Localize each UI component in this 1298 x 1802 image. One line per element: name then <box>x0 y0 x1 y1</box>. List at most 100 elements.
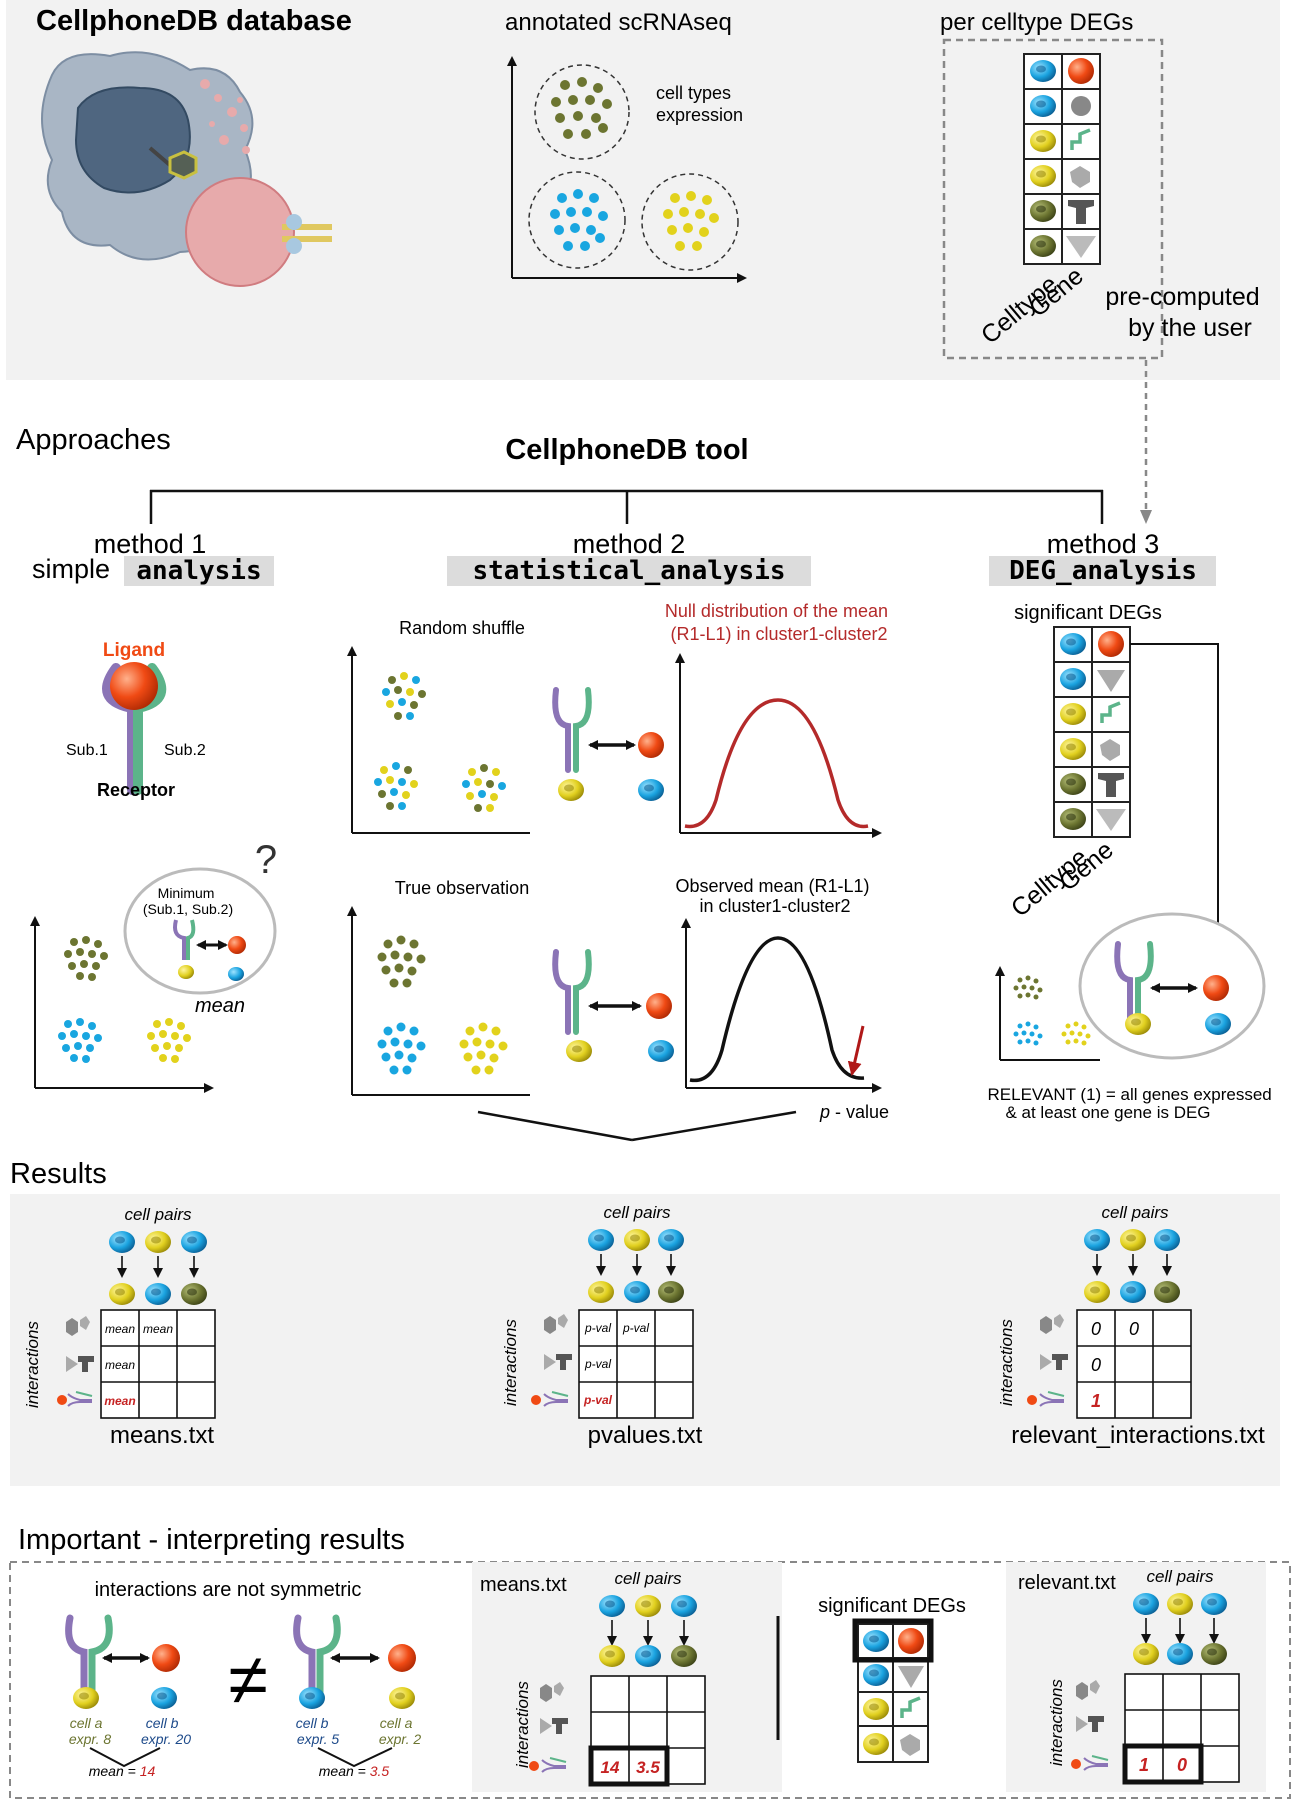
cluster-olive <box>534 64 630 160</box>
imp-sig-degs: significant DEGs <box>818 1595 966 1617</box>
m1-dots-olive <box>64 936 108 981</box>
m3-degs-table <box>1053 626 1131 838</box>
tool-bracket <box>149 489 1104 524</box>
m2-receptor-shuffle <box>555 690 664 801</box>
method1-code: analysis <box>136 556 261 586</box>
imp-means-file: means.txt <box>480 1574 567 1596</box>
svg-text:cell pairs: cell pairs <box>614 1569 682 1588</box>
m1-zoom-circle <box>123 867 277 995</box>
m2-merge-bracket <box>477 1110 797 1142</box>
m3-arrow <box>1130 643 1223 974</box>
m2-observed: Observed mean (R1-L1) in cluster1-cluste… <box>675 876 874 916</box>
svg-text:0: 0 <box>1091 1319 1101 1339</box>
imp-relevant-file: relevant.txt <box>1018 1572 1116 1594</box>
not-symmetric: interactions are not symmetric <box>95 1579 362 1601</box>
svg-text:1: 1 <box>1091 1391 1101 1411</box>
svg-text:1: 1 <box>1139 1755 1149 1775</box>
svg-text:mean: mean <box>104 1394 135 1408</box>
precomputed-label: pre-computed by the user <box>1105 283 1266 342</box>
svg-text:p-val: p-val <box>584 1357 611 1371</box>
m3-dots <box>1013 975 1091 1046</box>
m2-true-obs: True observation <box>395 878 529 898</box>
scrna-title: annotated scRNAseq <box>505 9 732 36</box>
left-cell-a: cell a expr. 8 <box>69 1715 111 1747</box>
m1-sub2: Sub.2 <box>164 742 206 759</box>
m2-shuffle: Random shuffle <box>399 618 525 638</box>
m1-question: ? <box>255 838 277 882</box>
scrna-axes <box>507 56 747 283</box>
degs-title: per celltype DEGs <box>940 9 1133 36</box>
means-file: means.txt <box>110 1422 214 1449</box>
svg-text:interactions: interactions <box>501 1319 520 1406</box>
db-title: CellphoneDB database <box>36 5 352 37</box>
m1-minimum: Minimum (Sub.1, Sub.2) <box>143 885 233 917</box>
svg-text:3.5: 3.5 <box>636 1758 660 1777</box>
m1-ligand: Ligand <box>103 640 165 661</box>
right-mean: mean = 3.5 <box>319 1763 390 1779</box>
method2-code: statistical_analysis <box>472 556 785 586</box>
approaches-title: Approaches <box>16 424 171 456</box>
cell-interaction-illustration <box>41 51 332 287</box>
method2-code-bg <box>447 556 811 586</box>
cluster-yellow <box>641 173 739 271</box>
method3-code: DEG_analysis <box>1009 556 1197 586</box>
svg-text:mean: mean <box>105 1358 135 1372</box>
dots-blue <box>550 189 608 251</box>
asym-left <box>65 1614 180 1709</box>
interactions-label: interactions <box>23 1321 42 1408</box>
dots-olive <box>551 77 612 139</box>
m1-sub1: Sub.1 <box>66 742 108 759</box>
svg-text:cell pairs: cell pairs <box>1101 1203 1169 1222</box>
cell-pairs-label: cell pairs <box>124 1205 192 1224</box>
imp-relevant-table: 1 0 <box>1071 1593 1240 1785</box>
m1-dots-blue <box>58 1018 102 1063</box>
results-title: Results <box>10 1158 107 1190</box>
m3-relevant: RELEVANT (1) = all genes expressed & at … <box>988 1085 1277 1122</box>
svg-text:0: 0 <box>1091 1355 1101 1375</box>
m2-receptor-true <box>555 952 674 1062</box>
degs-dashed-box <box>942 38 1164 360</box>
svg-text:interactions: interactions <box>1047 1679 1066 1766</box>
asym-right <box>293 1614 416 1709</box>
m1-axes <box>30 916 214 1093</box>
dots-yellow <box>663 191 719 251</box>
method2-name: method 2 <box>573 529 686 559</box>
m1-receptor-diagram <box>102 662 167 795</box>
m2-dots-blue <box>377 1022 426 1075</box>
svg-text:p-val: p-val <box>622 1321 649 1335</box>
relevant-file: relevant_interactions.txt <box>1011 1422 1265 1449</box>
svg-text:0: 0 <box>1129 1319 1139 1339</box>
m3-receptor <box>1117 944 1231 1035</box>
neq-symbol: ≠ <box>228 1640 268 1720</box>
results-means: cell pairs interactions mean mean mean m… <box>23 1205 216 1449</box>
method3-name: method 3 <box>1047 529 1160 559</box>
svg-text:mean: mean <box>143 1322 173 1336</box>
m1-receptor: Receptor <box>97 780 175 800</box>
m2-dots-yellow <box>459 1022 508 1075</box>
m2-axes-shuffle <box>347 646 530 834</box>
imp-degs-table <box>852 1618 934 1763</box>
method3-code-bg <box>989 556 1216 586</box>
m3-sig-degs: significant DEGs <box>1014 602 1162 624</box>
right-cell-b: cell b expr. 5 <box>296 1715 340 1747</box>
svg-text:0: 0 <box>1177 1755 1187 1775</box>
right-mean-bracket <box>317 1747 393 1768</box>
svg-text:14: 14 <box>601 1758 620 1777</box>
m2-pvalue: p - value <box>819 1102 889 1122</box>
m2-null-plot <box>675 653 882 838</box>
m3-axes <box>995 966 1100 1061</box>
svg-text:mean: mean <box>105 1322 135 1336</box>
m3-zoom-circle <box>1078 912 1266 1060</box>
m2-null-dist: Null distribution of the mean (R1-L1) in… <box>665 601 893 644</box>
important-title: Important - interpreting results <box>18 1524 405 1556</box>
cluster-blue <box>528 171 626 269</box>
results-relevant: cell pairs interactions 0 0 0 1 relevant… <box>997 1203 1265 1449</box>
svg-text:p-val: p-val <box>584 1321 611 1335</box>
results-pvalues: cell pairs interactions p-val p-val p-va… <box>501 1203 703 1449</box>
left-mean: mean = 14 <box>89 1763 156 1779</box>
pvalues-file: pvalues.txt <box>588 1422 703 1449</box>
method1-name: method 1 <box>94 529 207 559</box>
imp-means-table: 14 3.5 <box>529 1595 706 1787</box>
svg-text:p-val: p-val <box>583 1393 613 1407</box>
